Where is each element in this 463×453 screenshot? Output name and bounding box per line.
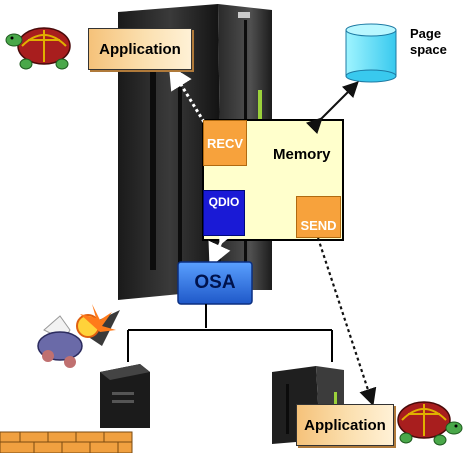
recv-label: RECV: [206, 135, 244, 151]
application-label-top: Application: [99, 40, 181, 58]
qdio-osa-arrow: [208, 218, 241, 268]
server-tower-icon: [100, 364, 150, 428]
application-box-bottom: Application: [296, 404, 394, 446]
memory-label: Memory: [273, 146, 331, 163]
disk-icon: [345, 23, 397, 83]
qdio-box: QDIO: [203, 190, 245, 236]
comet-icon: [37, 304, 120, 368]
send-to-app-arrow: [316, 237, 377, 407]
turtle-icon: [5, 27, 71, 70]
recv-buffer-box: RECV: [203, 120, 247, 166]
page-space-line2: space: [410, 42, 447, 57]
brick-wall-icon: [0, 431, 133, 453]
page-space-label: Page space: [410, 26, 447, 58]
application-box-top: Application: [88, 28, 192, 70]
memory-page-arrow: [305, 81, 359, 135]
send-label: SEND: [300, 218, 337, 233]
turtle-icon: [397, 401, 463, 446]
qdio-label: QDIO: [208, 195, 240, 209]
send-buffer-box: SEND: [296, 196, 341, 238]
application-label-bottom: Application: [304, 416, 386, 434]
recv-to-app-arrow: [168, 64, 206, 123]
osa-label: OSA: [194, 272, 236, 293]
page-space-line1: Page: [410, 26, 442, 41]
osa-box: [177, 261, 253, 305]
